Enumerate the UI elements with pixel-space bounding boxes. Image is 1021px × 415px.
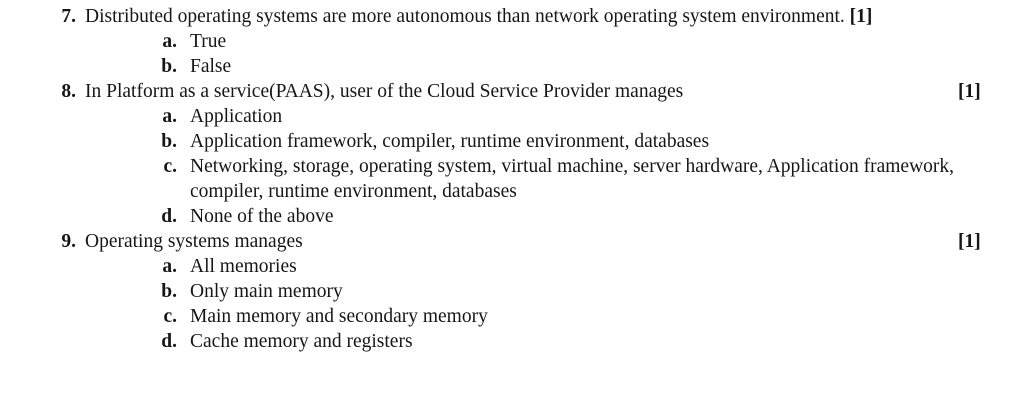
question-list: 7. Distributed operating systems are mor… — [0, 4, 1021, 354]
question-number: 7. — [61, 6, 76, 27]
question-item: 8. In Platform as a service(PAAS), user … — [0, 79, 1021, 229]
option-text: All memories — [190, 256, 297, 277]
option-letter: a. — [162, 31, 177, 52]
option-item[interactable]: d. Cache memory and registers — [0, 329, 1021, 354]
option-letter: d. — [161, 331, 177, 352]
question-number: 8. — [61, 81, 76, 102]
question-item: 7. Distributed operating systems are mor… — [0, 4, 1021, 79]
question-number: 9. — [61, 231, 76, 252]
question-text: Distributed operating systems are more a… — [85, 4, 1003, 29]
option-text: Main memory and secondary memory — [190, 306, 488, 327]
question-line: 7. Distributed operating systems are mor… — [0, 4, 1021, 29]
question-line: 8. In Platform as a service(PAAS), user … — [0, 79, 1021, 104]
option-item[interactable]: d. None of the above — [0, 204, 1021, 229]
option-text: Networking, storage, operating system, v… — [190, 156, 955, 202]
question-statement: Distributed operating systems are more a… — [85, 6, 845, 27]
marks-badge: [1] — [958, 231, 981, 252]
option-letter: a. — [162, 106, 177, 127]
option-item[interactable]: a. True — [0, 29, 1021, 54]
option-text: Application — [190, 106, 283, 127]
option-item[interactable]: a. Application — [0, 104, 1021, 129]
option-text: Only main memory — [190, 281, 343, 302]
option-list: a. All memories b. Only main memory c. M… — [0, 254, 1021, 354]
option-letter: b. — [161, 281, 177, 302]
option-letter: a. — [162, 256, 177, 277]
option-item[interactable]: b. Application framework, compiler, runt… — [0, 129, 1021, 154]
option-letter: d. — [161, 206, 177, 227]
option-list: a. True b. False — [0, 29, 1021, 79]
option-text: Application framework, compiler, runtime… — [190, 131, 710, 152]
option-letter: c. — [163, 306, 177, 327]
question-line: 9. Operating systems manages [1] — [0, 229, 1021, 254]
option-list: a. Application b. Application framework,… — [0, 104, 1021, 229]
option-item[interactable]: c. Networking, storage, operating system… — [0, 154, 1021, 204]
option-text: False — [190, 56, 232, 77]
option-letter: c. — [163, 156, 177, 177]
option-item[interactable]: b. False — [0, 54, 1021, 79]
option-item[interactable]: b. Only main memory — [0, 279, 1021, 304]
option-letter: b. — [161, 131, 177, 152]
option-letter: b. — [161, 56, 177, 77]
question-text: In Platform as a service(PAAS), user of … — [85, 81, 684, 102]
option-text: None of the above — [190, 206, 334, 227]
question-item: 9. Operating systems manages [1] a. All … — [0, 229, 1021, 354]
option-text: True — [190, 31, 227, 52]
option-text: Cache memory and registers — [190, 331, 413, 352]
option-item[interactable]: a. All memories — [0, 254, 1021, 279]
marks-badge: [1] — [958, 81, 981, 102]
marks-badge: [1] — [849, 6, 873, 27]
question-text: Operating systems manages — [85, 231, 303, 252]
option-item[interactable]: c. Main memory and secondary memory — [0, 304, 1021, 329]
